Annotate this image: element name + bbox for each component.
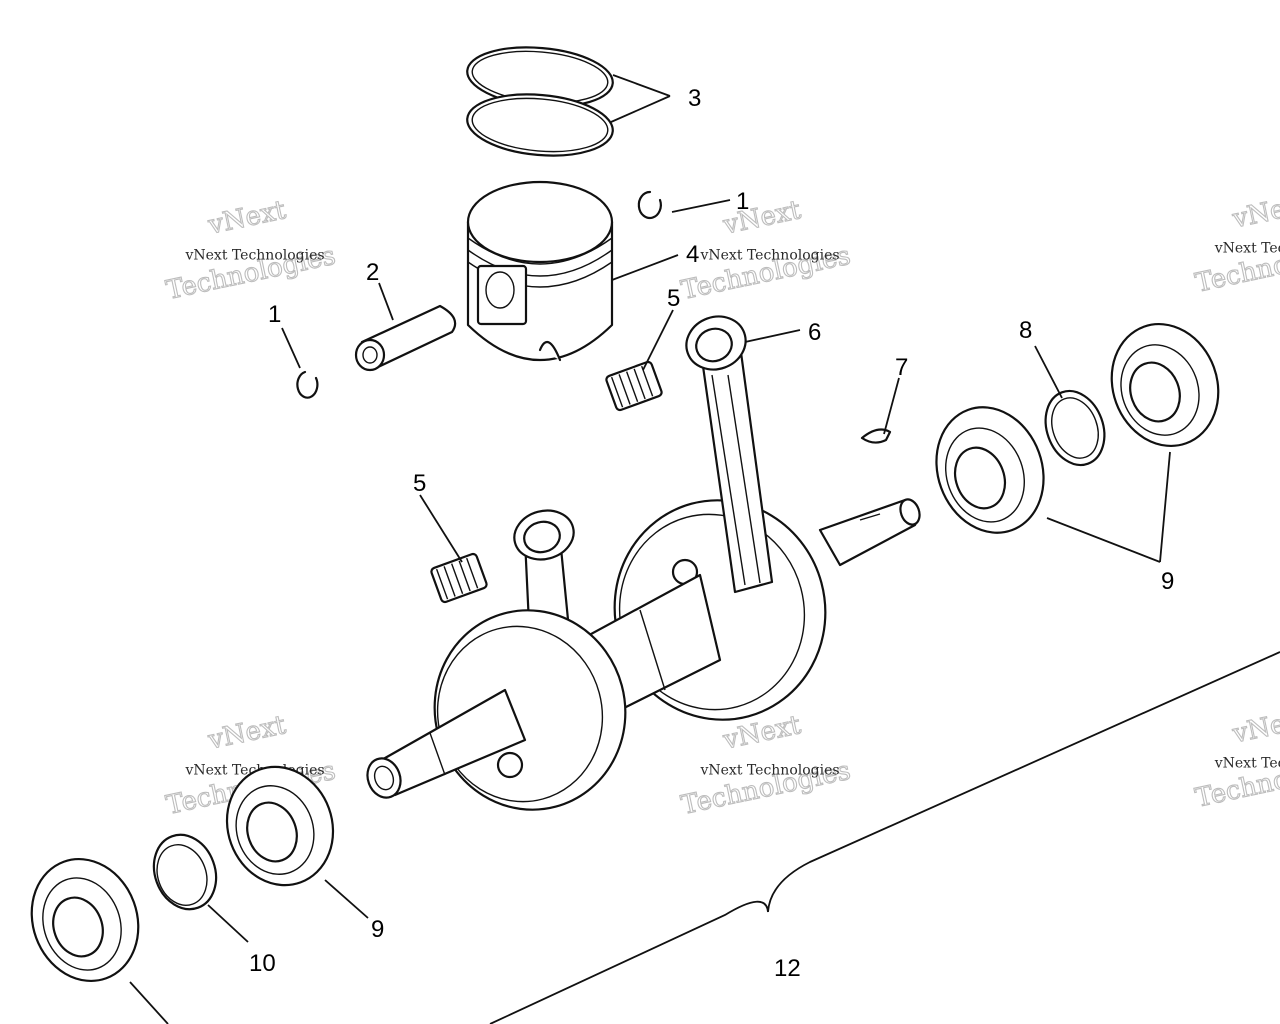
circlip-right	[637, 190, 662, 220]
callout-3: 3	[688, 85, 701, 112]
leader-lines	[129, 74, 1171, 1024]
wrist-pin	[354, 304, 457, 372]
svg-text:vNext Technologies: vNext Technologies	[699, 248, 839, 264]
needle-bearing-upper	[605, 360, 663, 412]
svg-text:vNext Technologies: vNext Technologies	[1214, 755, 1280, 771]
callout-1-right: 1	[736, 188, 749, 215]
callout-4: 4	[686, 241, 699, 268]
circlip-left	[296, 370, 319, 399]
svg-text:vNext Technologies: vNext Technologies	[1214, 240, 1280, 256]
callout-1-left: 1	[268, 301, 281, 328]
svg-text:vNext: vNext	[1229, 704, 1280, 750]
woodruff-key	[860, 428, 892, 444]
callout-12: 12	[774, 955, 801, 982]
svg-text:vNext Technologies: vNext Technologies	[699, 763, 839, 779]
main-bearing-right-inner	[935, 406, 1045, 534]
needle-bearing-lower	[430, 552, 488, 604]
crankshaft-assembly	[366, 315, 921, 811]
piston-rings	[466, 46, 614, 157]
assembly-bracket	[489, 651, 1280, 1024]
spacer-ring-right	[1044, 389, 1106, 467]
callout-5-lower: 5	[413, 470, 426, 497]
svg-text:vNext: vNext	[1229, 189, 1280, 235]
callout-10: 10	[249, 950, 276, 977]
svg-text:vNext: vNext	[205, 710, 289, 756]
outer-bearing-left	[30, 857, 140, 983]
main-bearing-right-outer	[1110, 322, 1220, 448]
watermark-bottom-right: vNext Technologies vNext Technologies	[1192, 703, 1280, 814]
callout-8: 8	[1019, 317, 1032, 344]
callout-7: 7	[895, 354, 908, 381]
main-bearing-left	[225, 765, 335, 887]
callout-5-upper: 5	[667, 285, 680, 312]
svg-text:vNext: vNext	[720, 195, 804, 241]
svg-text:vNext: vNext	[205, 195, 289, 241]
watermark-top-right: vNext Technologies vNext Technologies	[1192, 188, 1280, 299]
callout-9-right: 9	[1161, 568, 1174, 595]
callout-2: 2	[366, 259, 379, 286]
watermark-top-left: vNext Technologies vNext Technologies	[163, 194, 339, 306]
svg-text:vNext Technologies: vNext Technologies	[184, 248, 324, 264]
callout-6: 6	[808, 319, 821, 346]
spacer-ring-left	[152, 833, 218, 911]
piston	[466, 180, 614, 362]
callout-9-left: 9	[371, 916, 384, 943]
watermark-bottom-center: vNext Technologies vNext Technologies	[678, 709, 854, 821]
